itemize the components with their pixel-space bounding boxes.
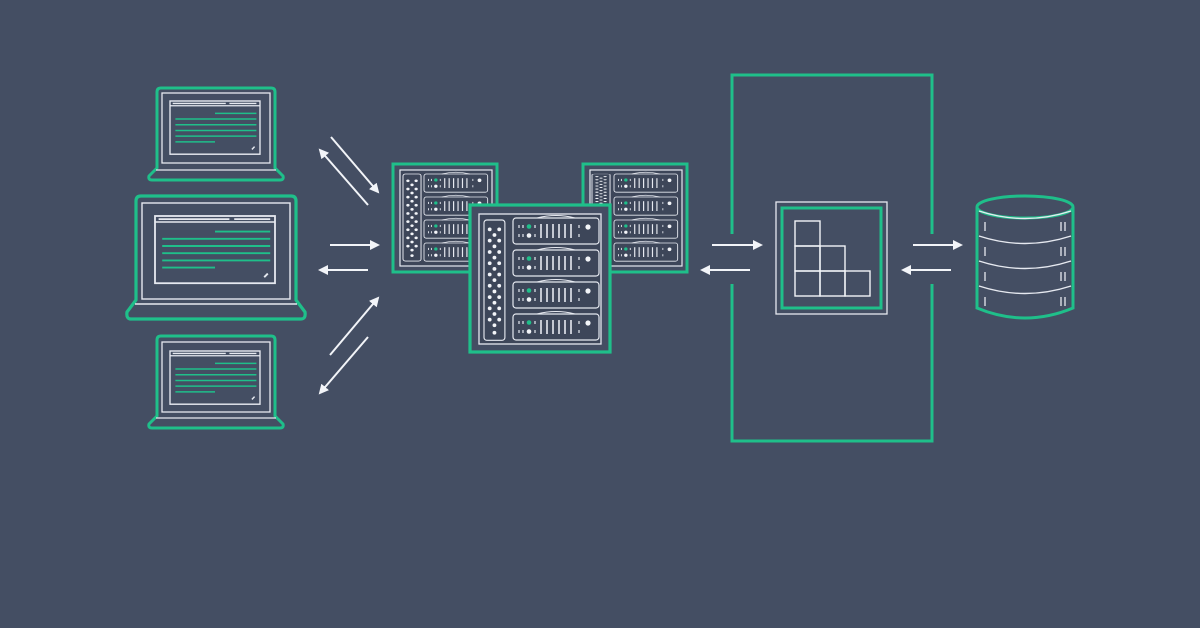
laptop-middle — [125, 194, 307, 321]
cache-block — [775, 201, 888, 315]
laptop-icon — [147, 334, 285, 430]
database-icon — [975, 194, 1075, 320]
server-cache-arrows — [700, 240, 763, 275]
cache-db-arrows — [901, 240, 963, 275]
laptop-top — [147, 86, 285, 182]
arrow-icon — [330, 136, 380, 194]
arrow-icon — [318, 336, 369, 395]
block-stack-icon — [794, 220, 871, 297]
container-frame — [730, 73, 934, 443]
client-server-arrows — [318, 136, 380, 395]
arrow-icon — [329, 296, 380, 356]
laptop-icon — [147, 86, 285, 182]
laptop-bottom — [147, 334, 285, 430]
database — [975, 194, 1075, 320]
laptop-icon — [125, 194, 307, 321]
arrow-icon — [318, 148, 369, 206]
server-rack-center — [468, 203, 612, 354]
